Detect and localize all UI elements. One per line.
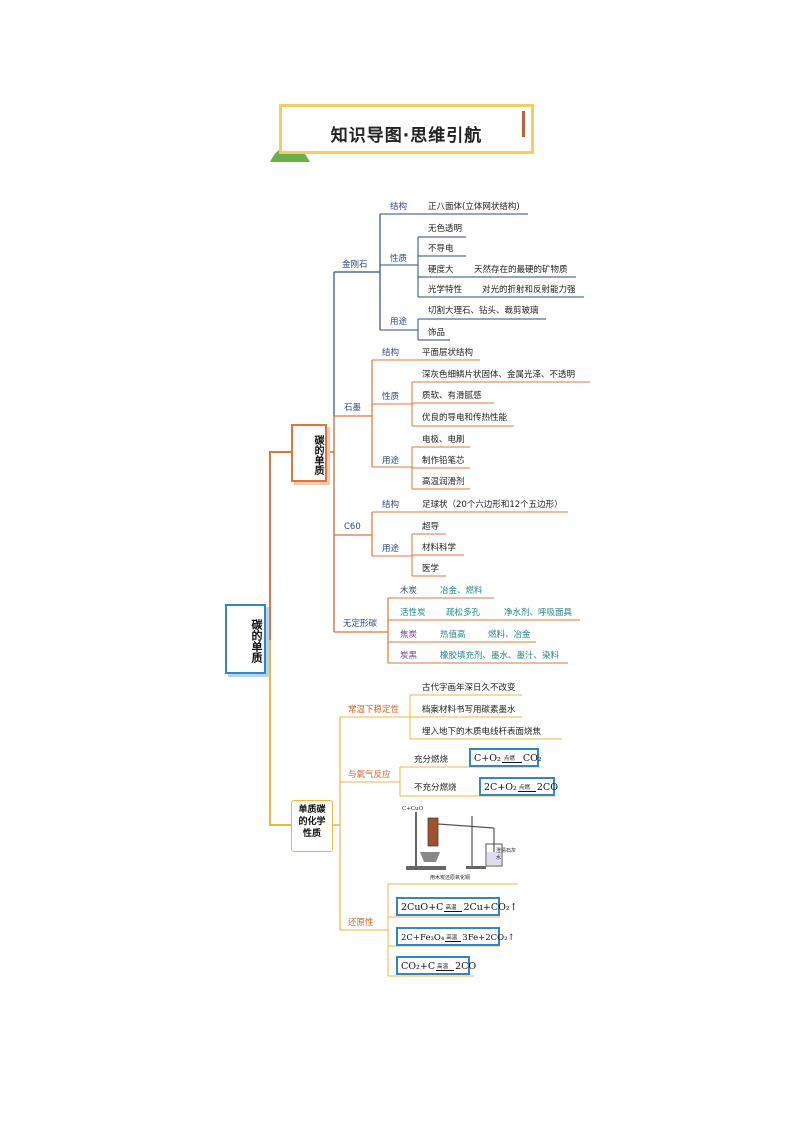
coke-label: 焦炭 [400,630,418,640]
lab-apparatus-icon [406,812,503,870]
eq-right: CO₂ [522,753,542,764]
root-label: 碳的单质 [250,619,263,663]
diamond-label: 金刚石 [342,260,368,270]
stability-item-2: 埋入地下的木质电线杆表面烧焦 [422,727,542,737]
branch1-label: 碳的单质 [312,435,323,475]
diamond-structure-label: 结构 [390,202,408,212]
eq-arrow: 高温 [436,962,455,971]
eq-right: 2Cu+CO₂↑ [463,902,518,913]
eq-condition: 点燃 [518,785,530,791]
incomplete-combustion-label: 不充分燃烧 [414,783,457,793]
diamond-prop-1: 不导电 [428,244,454,254]
diamond-use-label: 用途 [390,317,408,327]
apparatus-reactants: C+CuO [402,806,424,812]
c60-use-label: 用途 [382,544,400,554]
graphite-use-1: 制作铅笔芯 [422,456,465,466]
diamond-use-1: 饰品 [428,328,446,338]
branch2-label: 单质碳的化学性质 [298,805,326,839]
eq-condition: 高温 [445,905,457,911]
c60-use-1: 材料科学 [422,543,457,553]
branch-simple-substance: 碳的单质 [291,424,327,482]
graphite-property-label: 性质 [382,392,400,402]
stability-item-0: 古代字画年深日久不改变 [422,683,516,693]
diamond-prop-4: 光学特性 [428,285,463,295]
diamond-structure: 正八面体(立体网状结构) [428,202,520,212]
charcoal-use: 冶金、燃料 [440,586,483,596]
stability-item-1: 档案材料书写用碳素墨水 [422,705,516,715]
amorphous-label: 无定形碳 [343,619,378,629]
diamond-property-label: 性质 [390,254,408,264]
diamond-prop-3: 天然存在的最硬的矿物质 [474,265,568,275]
activated-carbon-prop: 疏松多孔 [446,608,481,618]
branch-chemical-properties: 单质碳的化学性质 [291,800,333,852]
carbon-black-label: 炭黑 [400,651,418,661]
graphite-label: 石墨 [344,403,362,413]
eq-condition: 高温 [446,935,458,941]
activated-carbon-use: 净水剂、呼吸面具 [504,608,573,618]
c60-label: C60 [344,522,361,532]
c60-structure-label: 结构 [382,500,400,510]
c60-structure: 足球状（20个六边形和12个五边形） [422,500,563,510]
oxygen-label: 与氧气反应 [348,770,391,780]
c60-use-2: 医学 [422,564,440,574]
graphite-use-label: 用途 [382,456,400,466]
eq-left: 2CuO+C [401,902,444,913]
diamond-prop-5: 对光的折射和反射能力强 [482,285,576,295]
graphite-use-0: 电极、电刷 [422,435,465,445]
graphite-structure: 平面层状结构 [422,348,474,358]
coke-prop: 热值高 [440,630,466,640]
apparatus-caption: 用木炭还原氧化铜 [430,875,471,881]
activated-carbon-label: 活性炭 [400,608,426,618]
root-node: 碳的单质 [225,604,266,674]
full-combustion-label: 充分燃烧 [414,755,449,765]
eq-condition: 点燃 [503,756,515,762]
eq-left: CO₂+C [401,961,436,972]
c60-use-0: 超导 [422,522,440,532]
diamond-use-0: 切割大理石、钻头、裁剪玻璃 [428,306,539,316]
graphite-prop-0: 深灰色细鳞片状固体、金属光泽、不透明 [422,370,576,380]
eq-condition: 高温 [437,964,449,970]
diamond-prop-0: 无色透明 [428,224,463,234]
title-accent [522,111,525,137]
title-box: 知识导图·思维引航 [279,104,534,154]
eq-left: 2C+O₂ [484,782,517,793]
page-title: 知识导图·思维引航 [330,126,483,146]
eq-right: 3Fe+2CO₂↑ [462,933,515,943]
graphite-prop-2: 优良的导电和传热性能 [422,413,508,423]
graphite-structure-label: 结构 [382,348,400,358]
coke-use: 燃料、冶金 [488,630,531,640]
carbon-black-use: 橡胶填充剂、墨水、墨汁、染料 [440,651,560,661]
graphite-use-2: 高温润滑剂 [422,477,465,487]
eq-left: C+O₂ [474,753,501,764]
eq-left: 2C+Fe₃O₄ [401,933,445,943]
eq-arrow: 点燃 [501,754,522,763]
apparatus-illustration: C+CuO 澄清石灰水 用木炭还原氧化铜 [398,806,520,882]
eq-arrow: 高温 [444,903,463,912]
stability-label: 常温下稳定性 [348,705,400,715]
eq-right: 2CO [455,961,477,972]
charcoal-label: 木炭 [400,586,418,596]
apparatus-water: 澄清石灰水 [496,848,517,861]
reduction-label: 还原性 [348,918,374,928]
graphite-prop-1: 质软、有滑腻感 [422,391,482,401]
eq-arrow: 点燃 [517,783,536,792]
eq-right: 2CO [536,782,558,793]
eq-arrow: 高温 [445,933,462,942]
diamond-prop-2: 硬度大 [428,265,454,275]
